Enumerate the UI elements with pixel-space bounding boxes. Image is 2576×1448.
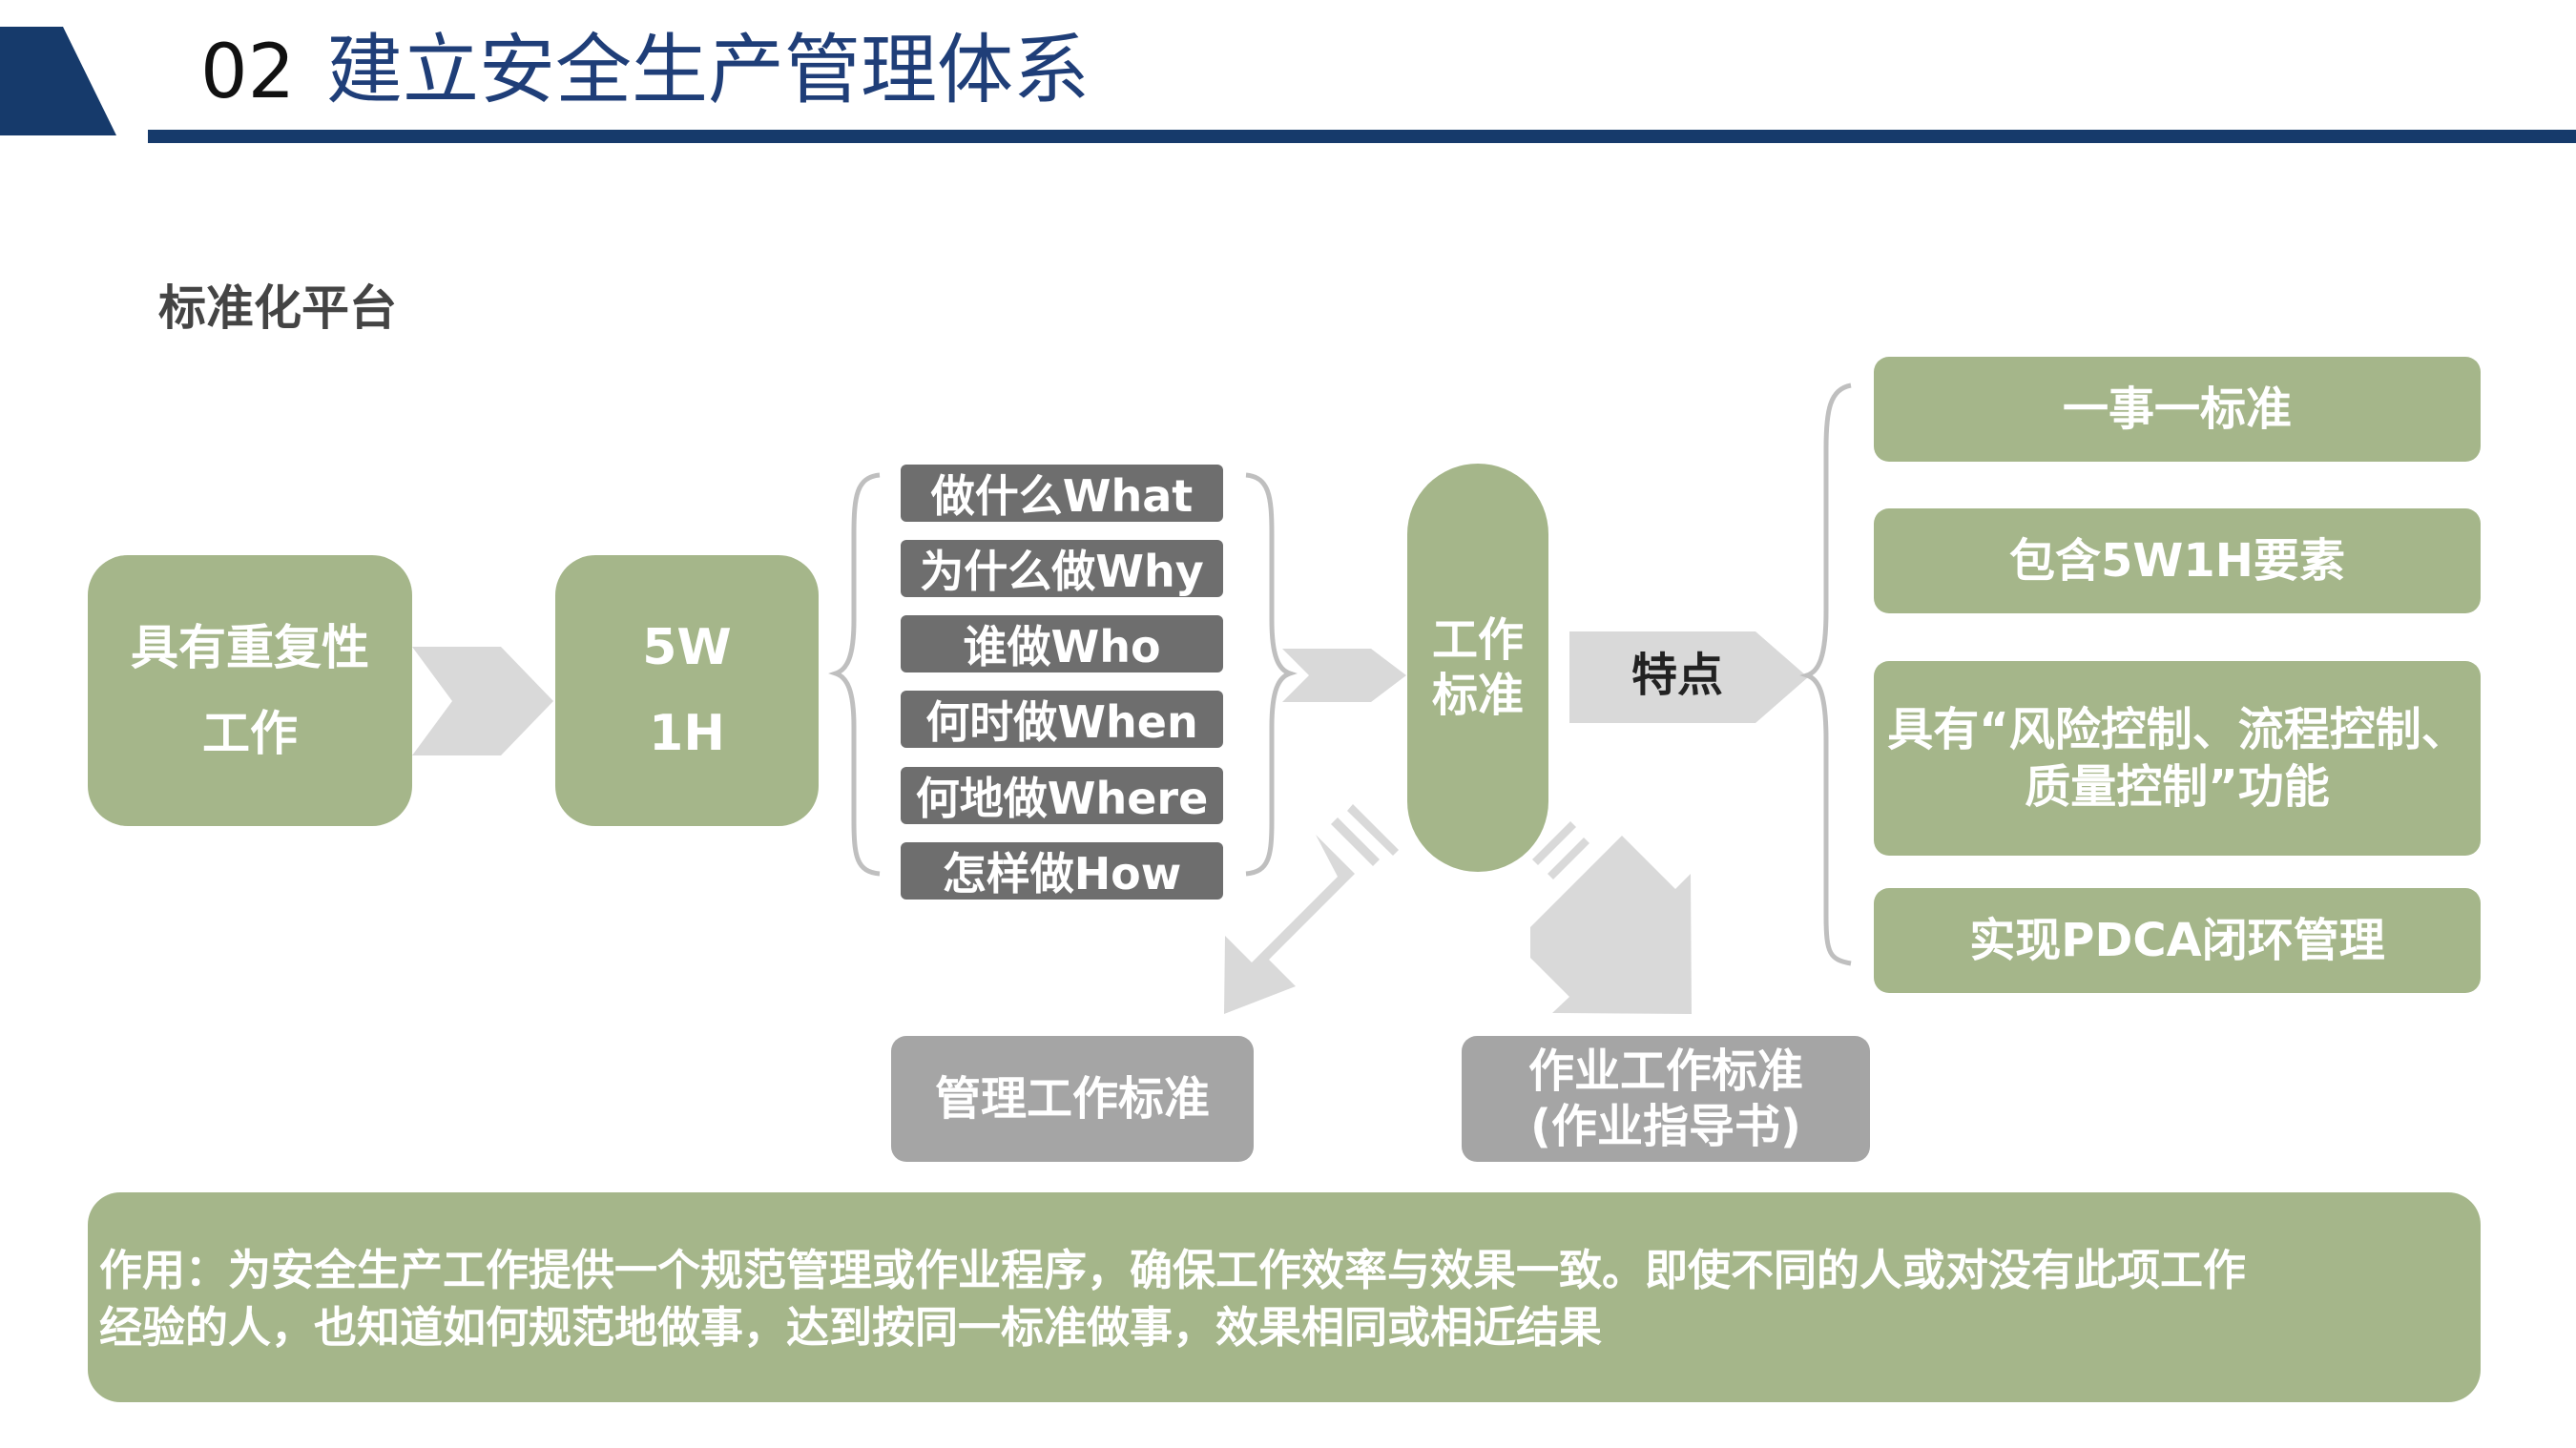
repetitive-work-line-1: 具有重复性: [131, 620, 369, 675]
work-standard-pill: 工作 标准: [1407, 464, 1548, 872]
feature-one-standard: 一事一标准: [1874, 357, 2481, 462]
5w1h-box: 5W 1H: [555, 555, 819, 826]
question-where: 何地做Where: [901, 767, 1223, 824]
purpose-line-2: 经验的人，也知道如何规范地做事，达到按同一标准做事，效果相同或相近结果: [99, 1302, 1603, 1353]
question-why: 为什么做Why: [901, 540, 1223, 597]
feature-text: 质量控制”功能: [2025, 760, 2330, 814]
brace-icon: [828, 472, 881, 877]
features-label: 特点: [1631, 649, 1724, 702]
question-what: 做什么What: [901, 465, 1223, 522]
header-rule: [148, 130, 2576, 143]
repetitive-work-line-2: 工作: [202, 706, 298, 761]
purpose-line-1: 作用：为安全生产工作提供一个规范管理或作业程序，确保工作效率与效果一致。即使不同…: [99, 1245, 2247, 1295]
work-standard-line-2: 标准: [1431, 669, 1524, 722]
5w1h-line-1: 5W: [642, 619, 732, 676]
brace-icon: [1799, 383, 1852, 966]
feature-text: 包含5W1H要素: [2009, 534, 2345, 588]
brace-icon: [1245, 472, 1298, 877]
block-arrow-icon: [1569, 631, 1808, 723]
feature-pdca: 实现PDCA闭环管理: [1874, 888, 2481, 993]
operation-standard-box: 作业工作标准 (作业指导书): [1462, 1036, 1870, 1162]
feature-5w1h-elements: 包含5W1H要素: [1874, 508, 2481, 613]
operation-standard-line-1: 作业工作标准: [1527, 1045, 1803, 1098]
purpose-box: 作用：为安全生产工作提供一个规范管理或作业程序，确保工作效率与效果一致。即使不同…: [88, 1192, 2481, 1402]
feature-text: 实现PDCA闭环管理: [1969, 914, 2385, 967]
block-arrow-icon: [1530, 821, 1692, 1014]
feature-control-functions: 具有“风险控制、流程控制、 质量控制”功能: [1874, 661, 2481, 856]
question-how: 怎样做How: [901, 842, 1223, 900]
question-who: 谁做Who: [901, 615, 1223, 672]
chevron-arrow-icon: [1282, 649, 1406, 702]
block-arrow-icon: [1224, 804, 1399, 1014]
operation-standard-line-2: (作业指导书): [1530, 1100, 1801, 1153]
5w1h-line-2: 1H: [649, 705, 725, 762]
management-standard-box: 管理工作标准: [891, 1036, 1254, 1162]
chevron-arrow-icon: [412, 647, 553, 755]
question-when: 何时做When: [901, 691, 1223, 748]
feature-text: 具有“风险控制、流程控制、: [1887, 703, 2467, 756]
management-standard-label: 管理工作标准: [934, 1072, 1210, 1126]
repetitive-work-box: 具有重复性 工作: [88, 555, 412, 826]
feature-text: 一事一标准: [2062, 383, 2292, 436]
page-title: 建立安全生产管理体系: [326, 26, 1090, 114]
section-number: 02: [200, 30, 296, 115]
work-standard-line-1: 工作: [1431, 613, 1524, 667]
subtitle: 标准化平台: [158, 280, 397, 336]
